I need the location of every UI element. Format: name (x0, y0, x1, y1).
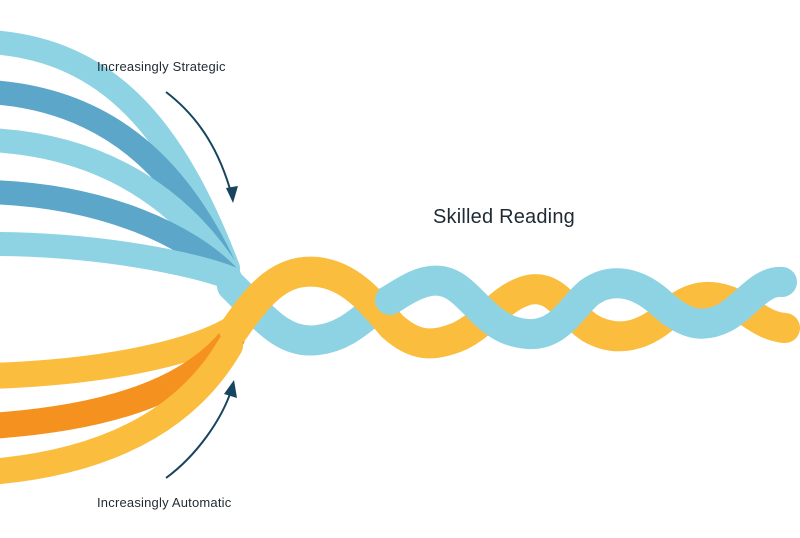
twisted-rope (217, 256, 800, 359)
automatic-arrow (165, 380, 237, 479)
strategic-arrow (165, 91, 238, 203)
arrow-up-right-icon (165, 387, 233, 479)
skilled-reading-label: Skilled Reading (433, 206, 575, 228)
rope-blue-segment (375, 265, 797, 349)
arrow-down-right-icon (165, 91, 233, 197)
strategic-label: Increasingly Strategic (97, 59, 226, 74)
rope-yellow-segment (219, 256, 800, 359)
upper-strands (0, 30, 242, 290)
lower-strand-3 (0, 333, 243, 485)
automatic-label: Increasingly Automatic (97, 495, 232, 510)
lower-strands (0, 315, 247, 485)
upper-strand-5 (0, 232, 242, 290)
